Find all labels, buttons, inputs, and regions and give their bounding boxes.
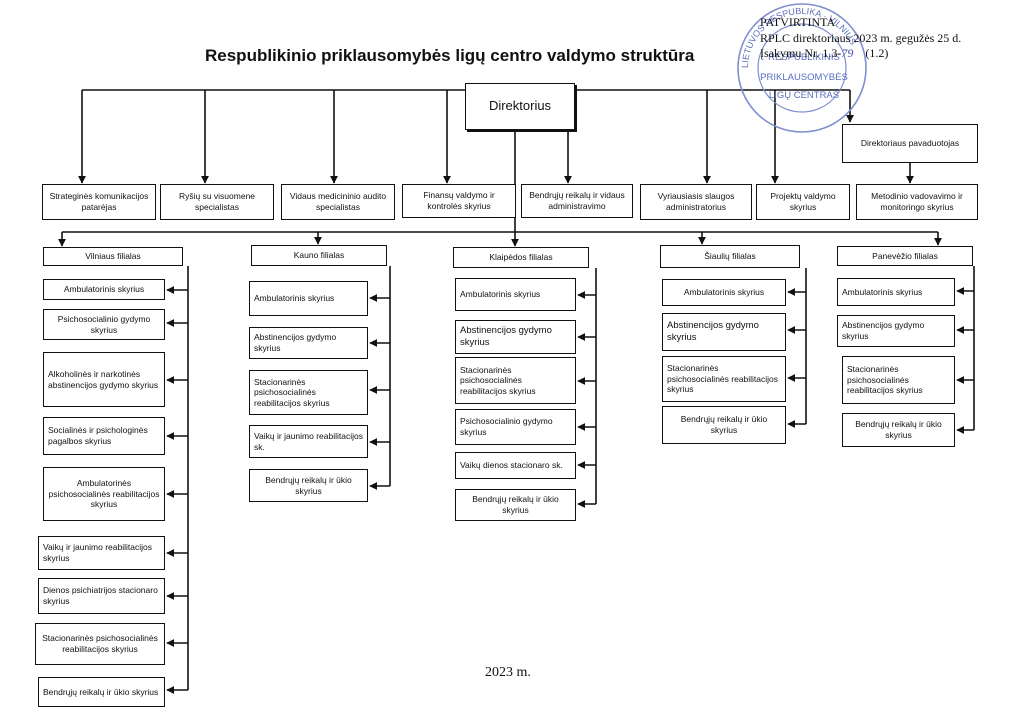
kaunas-unit-box: Stacionarinės psichosocialinės reabilita… — [249, 370, 368, 415]
kaunas-unit-box: Abstinencijos gydymo skyrius — [249, 327, 368, 359]
top-unit-box: Finansų valdymo ir kontrolės skyrius — [402, 184, 516, 218]
branch-siauliai-header: Šiaulių filialas — [660, 245, 800, 268]
order-suffix: (1.2) — [865, 46, 889, 61]
top-unit-box: Strateginės komunikacijos patarėjas — [42, 184, 156, 220]
klaipeda-unit-box: Ambulatorinis skyrius — [455, 278, 576, 311]
approval-order: Įsakymu Nr. 1.3-79 (1.2) — [760, 46, 961, 62]
branch-vilnius-header: Vilniaus filialas — [43, 247, 183, 266]
top-unit-box: Vidaus medicininio audito specialistas — [281, 184, 395, 220]
vilnius-unit-box: Stacionarinės psichosocialinės reabilita… — [35, 623, 165, 665]
stamp-line: LIGŲ CENTRAS — [769, 90, 839, 101]
top-unit-box: Vyriausiasis slaugos administratorius — [640, 184, 752, 220]
top-unit-box: Ryšių su visuomene specialistas — [160, 184, 274, 220]
order-prefix: Įsakymu Nr. 1.3- — [760, 46, 842, 61]
siauliai-unit-box: Ambulatorinis skyrius — [662, 279, 786, 306]
panevezys-unit-box: Bendrųjų reikalų ir ūkio skyrius — [842, 413, 955, 447]
approval-heading: PATVIRTINTA — [760, 15, 836, 29]
branch-klaipeda-header: Klaipėdos filialas — [453, 247, 589, 268]
branch-kaunas-header: Kauno filialas — [251, 245, 387, 266]
stamp-line: PRIKLAUSOMYBĖS — [760, 72, 848, 83]
official-seal-icon: LIETUVOS RESPUBLIKA · VILNIUS RESPUBLIKI… — [737, 3, 867, 133]
vilnius-unit-box: Ambulatorinės psichosocialinės reabilita… — [43, 467, 165, 521]
kaunas-unit-box: Vaikų ir jaunimo reabilitacijos sk. — [249, 425, 368, 458]
top-unit-box: Metodinio vadovavimo ir monitoringo skyr… — [856, 184, 978, 220]
vilnius-unit-box: Bendrųjų reikalų ir ūkio skyrius — [38, 677, 165, 707]
panevezys-unit-box: Ambulatorinis skyrius — [837, 278, 955, 306]
approval-date: RPLC direktoriaus 2023 m. gegužės 25 d. — [760, 30, 962, 45]
siauliai-unit-box: Bendrųjų reikalų ir ūkio skyrius — [662, 406, 786, 444]
panevezys-unit-box: Abstinencijos gydymo skyrius — [837, 315, 955, 347]
vilnius-unit-box: Dienos psichiatrijos stacionaro skyrius — [38, 578, 165, 614]
kaunas-unit-box: Ambulatorinis skyrius — [249, 281, 368, 316]
panevezys-unit-box: Stacionarinės psichosocialinės reabilita… — [842, 356, 955, 404]
klaipeda-unit-box: Stacionarinės psichosocialinės reabilita… — [455, 357, 576, 404]
approval-block: PATVIRTINTA RPLC direktoriaus 2023 m. ge… — [760, 15, 961, 62]
vilnius-unit-box: Psichosocialinio gydymo skyrius — [43, 309, 165, 340]
stamp-line: RESPUBLIKINIS — [768, 52, 840, 63]
klaipeda-unit-box: Psichosocialinio gydymo skyrius — [455, 409, 576, 445]
page-title: Respublikinio priklausomybės ligų centro… — [205, 46, 695, 65]
klaipeda-unit-box: Bendrųjų reikalų ir ūkio skyrius — [455, 489, 576, 521]
vilnius-unit-box: Ambulatorinis skyrius — [43, 279, 165, 300]
order-number: 79 — [841, 46, 854, 61]
branch-panevezys-header: Panevėžio filialas — [837, 246, 973, 266]
klaipeda-unit-box: Vaikų dienos stacionaro sk. — [455, 452, 576, 479]
document-year: 2023 m. — [485, 665, 531, 680]
top-unit-box: Bendrųjų reikalų ir vidaus administravim… — [521, 184, 633, 218]
deputy-director-box: Direktoriaus pavaduotojas — [842, 124, 978, 163]
vilnius-unit-box: Alkoholinės ir narkotinės abstinencijos … — [43, 352, 165, 407]
klaipeda-unit-box: Abstinencijos gydymo skyrius — [455, 320, 576, 354]
vilnius-unit-box: Vaikų ir jaunimo reabilitacijos skyrius — [38, 536, 165, 570]
kaunas-unit-box: Bendrųjų reikalų ir ūkio skyrius — [249, 469, 368, 502]
top-unit-box: Projektų valdymo skyrius — [756, 184, 850, 220]
siauliai-unit-box: Abstinencijos gydymo skyrius — [662, 313, 786, 351]
director-box: Direktorius — [465, 83, 575, 130]
siauliai-unit-box: Stacionarinės psichosocialinės reabilita… — [662, 356, 786, 402]
vilnius-unit-box: Socialinės ir psichologinės pagalbos sky… — [43, 417, 165, 455]
